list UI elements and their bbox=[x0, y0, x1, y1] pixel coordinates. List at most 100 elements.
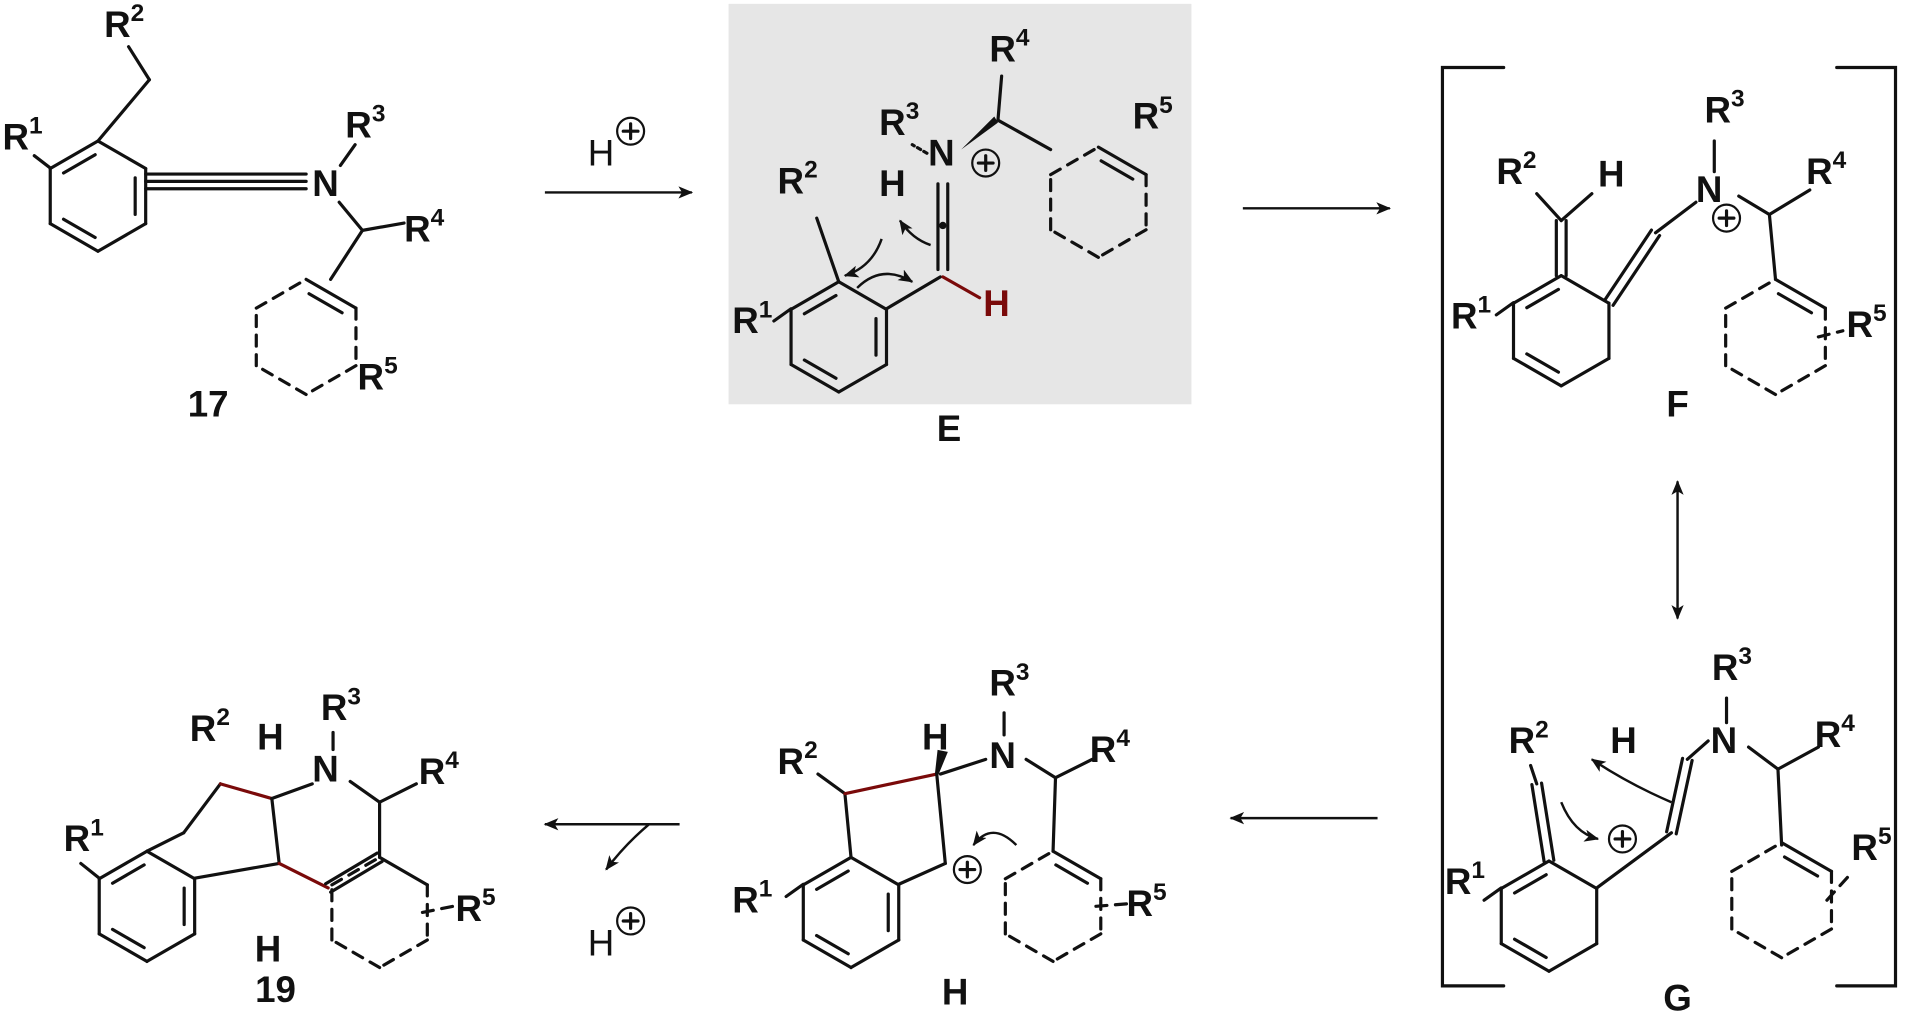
bond bbox=[1051, 776, 1058, 853]
ring-bond bbox=[330, 938, 382, 970]
nitrogen-17: N bbox=[312, 163, 339, 204]
r-number: 1 bbox=[759, 296, 773, 323]
r-symbol: R bbox=[1806, 151, 1833, 192]
bond bbox=[337, 200, 365, 232]
r-number: 3 bbox=[906, 98, 920, 125]
r5-label: R5 bbox=[456, 884, 496, 929]
ring-bond bbox=[1051, 932, 1103, 963]
curly-arrow bbox=[972, 830, 1018, 847]
ring-bond bbox=[849, 938, 901, 970]
ring-bond bbox=[97, 849, 149, 881]
positive-charge-icon bbox=[971, 148, 1001, 178]
r-symbol: R bbox=[190, 708, 217, 749]
bond bbox=[378, 782, 418, 804]
benzene-ring bbox=[254, 277, 358, 397]
ring-inner-bond bbox=[110, 863, 146, 885]
positive-charge-icon bbox=[616, 116, 646, 146]
r2-label: R2 bbox=[778, 157, 818, 202]
hydrogen-19-top: H bbox=[257, 717, 284, 758]
r4-label: R4 bbox=[989, 24, 1030, 69]
double-bond bbox=[324, 851, 379, 886]
ring-bond bbox=[48, 139, 100, 171]
r-number: 5 bbox=[384, 353, 398, 380]
r3-label: R3 bbox=[1712, 643, 1752, 688]
bond bbox=[1767, 212, 1778, 281]
curly-arrow bbox=[1590, 758, 1672, 804]
nitrogen-F: N bbox=[1696, 169, 1723, 210]
r-number: 3 bbox=[372, 100, 386, 127]
ring-inner-bond bbox=[802, 293, 838, 316]
ring-bond bbox=[1547, 859, 1599, 891]
ring-bond bbox=[145, 932, 197, 963]
ring-inner-bond bbox=[61, 153, 97, 175]
ring-H bbox=[801, 855, 901, 970]
r4-label: R4 bbox=[404, 204, 445, 249]
nitrogen-19: N bbox=[312, 748, 339, 789]
bond bbox=[1746, 745, 1780, 771]
ring-bond bbox=[1773, 277, 1827, 310]
r-symbol: R bbox=[879, 102, 906, 143]
ring-inner-bond bbox=[1776, 292, 1814, 315]
ring-bond bbox=[1499, 859, 1551, 891]
r-number: 3 bbox=[347, 683, 361, 710]
new-bond-19 bbox=[218, 782, 274, 801]
ring-inner-bond bbox=[1525, 287, 1561, 310]
r-number: 5 bbox=[482, 884, 496, 911]
ring-bond bbox=[378, 938, 429, 970]
bond bbox=[145, 831, 186, 853]
ring-bond bbox=[48, 222, 100, 253]
bond bbox=[815, 216, 841, 284]
curly-arrow bbox=[605, 823, 650, 871]
benzene-ring bbox=[1003, 849, 1103, 963]
bond bbox=[96, 78, 151, 143]
wedge-bond bbox=[961, 116, 998, 150]
compound-label-c19: 19 bbox=[255, 969, 296, 1010]
ring-bond bbox=[1096, 228, 1148, 259]
ring-bond bbox=[1049, 228, 1100, 259]
positive-charge-icon bbox=[952, 854, 982, 885]
r5-label: R5 bbox=[1127, 879, 1167, 924]
ring-inner-bond bbox=[1525, 352, 1561, 374]
wedge-bond bbox=[934, 749, 948, 775]
bond bbox=[996, 74, 1004, 122]
ring-inner-bond bbox=[1782, 855, 1820, 878]
r2-label: R2 bbox=[1509, 716, 1549, 761]
r-symbol: R bbox=[321, 687, 348, 728]
bond bbox=[772, 307, 793, 323]
ring-bond bbox=[801, 855, 853, 887]
ring-inner-bond bbox=[307, 292, 344, 315]
bond bbox=[270, 782, 314, 801]
r2-label: R2 bbox=[1496, 147, 1536, 192]
r5-label: R5 bbox=[358, 353, 398, 398]
r-symbol: R bbox=[1451, 295, 1478, 336]
red-hydrogen-E: H bbox=[983, 283, 1010, 324]
ring-bond bbox=[789, 362, 841, 394]
r-number: 1 bbox=[90, 814, 104, 841]
bond bbox=[79, 861, 101, 880]
r2-label: R2 bbox=[104, 0, 144, 45]
r-symbol: R bbox=[1133, 96, 1160, 137]
r-number: 1 bbox=[1471, 857, 1485, 884]
r-number: 3 bbox=[1016, 659, 1030, 686]
r2-label: R2 bbox=[190, 704, 230, 749]
bond bbox=[884, 275, 942, 311]
r-symbol: R bbox=[1712, 647, 1739, 688]
bond bbox=[1024, 757, 1058, 780]
ring-19 bbox=[97, 849, 197, 963]
r-symbol: R bbox=[1704, 90, 1731, 131]
r-number: 3 bbox=[1731, 86, 1745, 113]
ring-bond bbox=[789, 280, 841, 311]
ring-inner-bond bbox=[110, 927, 146, 950]
curly-arrow bbox=[843, 238, 883, 278]
bond bbox=[420, 904, 455, 915]
benzene-ring bbox=[330, 855, 429, 970]
bond bbox=[1494, 301, 1516, 317]
r1-label: R1 bbox=[1451, 291, 1491, 336]
bond bbox=[1816, 329, 1845, 339]
nitrogen-H: N bbox=[989, 735, 1016, 776]
bond bbox=[1767, 188, 1812, 217]
r-symbol: R bbox=[1445, 861, 1472, 902]
r-number: 5 bbox=[1159, 92, 1173, 119]
bond bbox=[348, 779, 382, 804]
